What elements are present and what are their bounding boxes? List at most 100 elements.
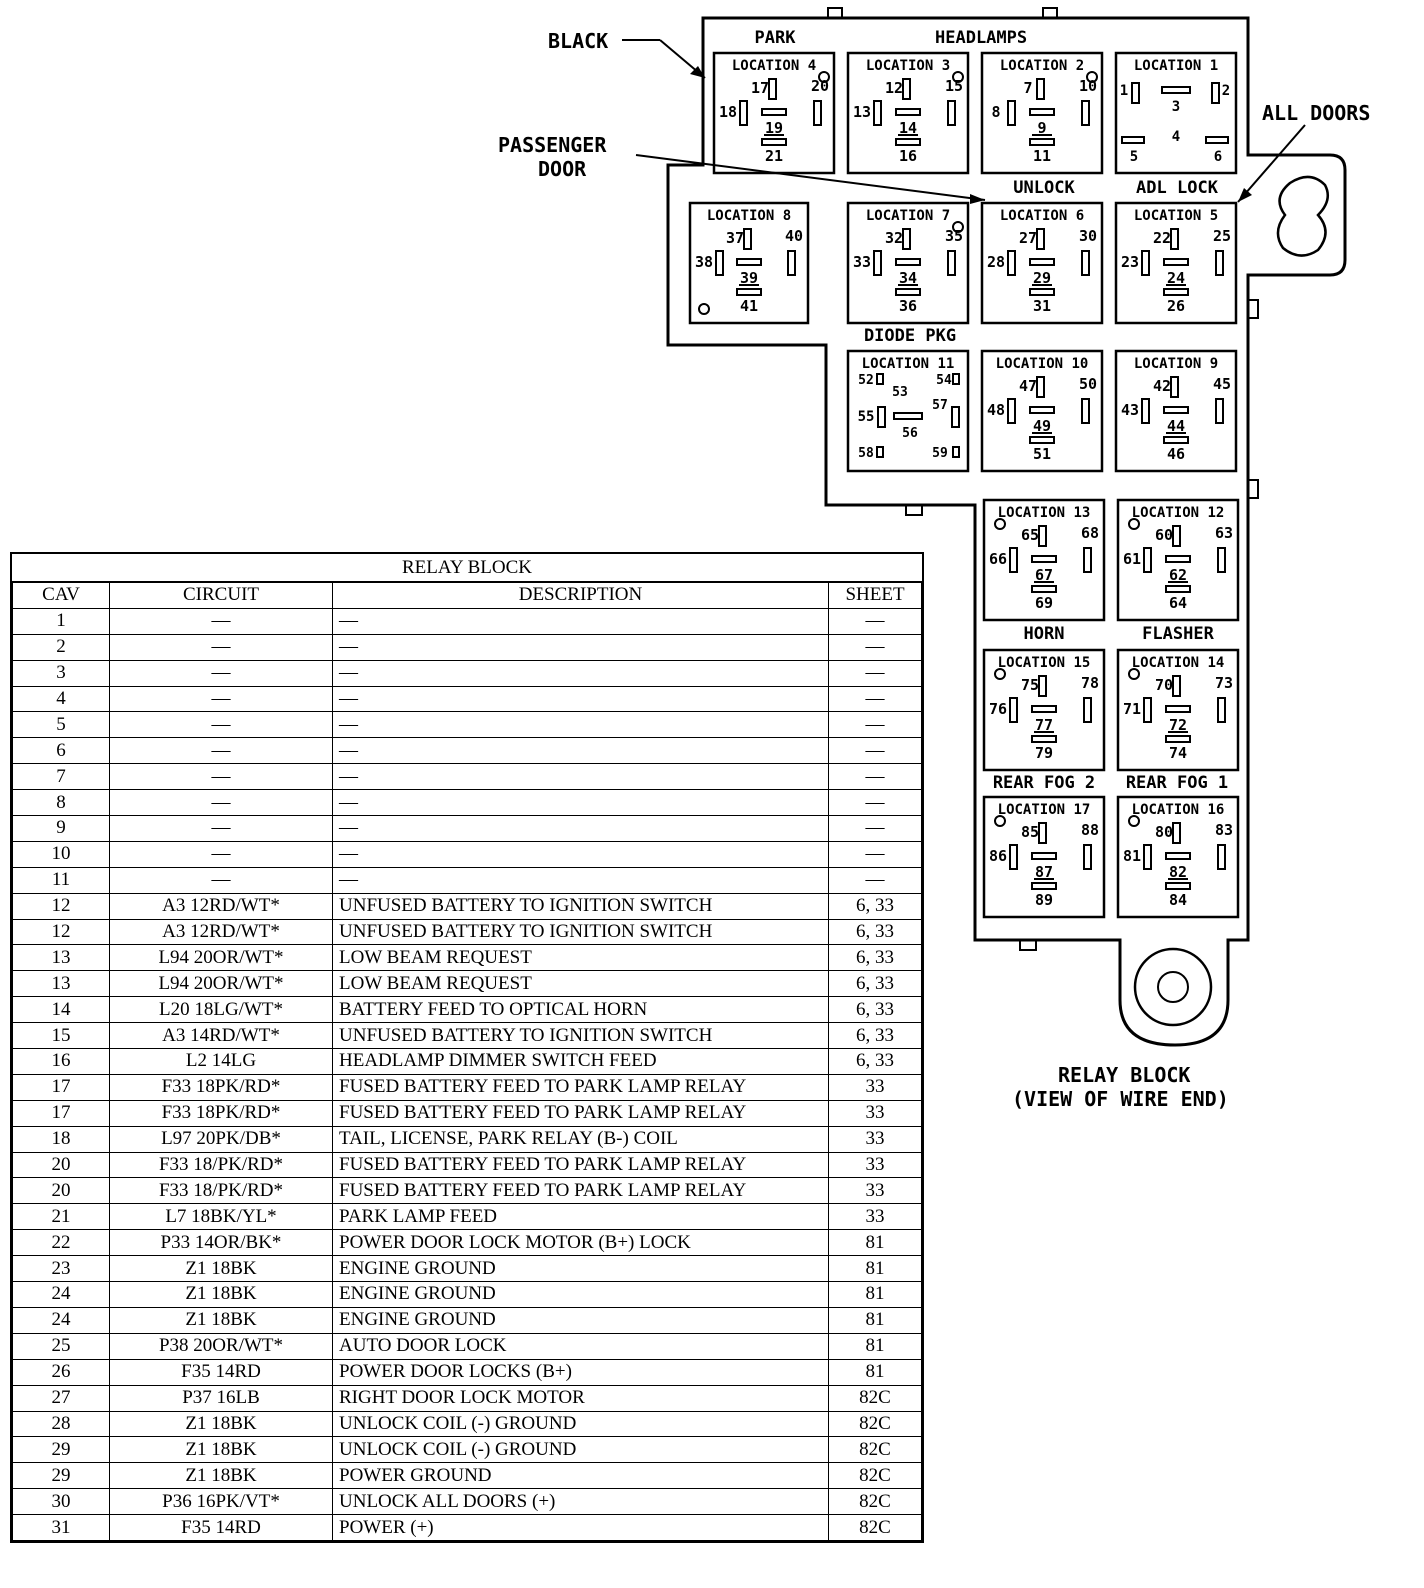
orientation-dot <box>698 303 710 315</box>
pin-slot <box>895 288 921 296</box>
pin-slot <box>1121 136 1145 144</box>
cell-description: ENGINE GROUND <box>332 1281 829 1308</box>
pin-number: 19 <box>765 119 783 137</box>
cell-cav: 2 <box>12 633 110 661</box>
pin-number: 40 <box>785 227 803 245</box>
cell-sheet: — <box>828 815 922 842</box>
pin-slot <box>1161 86 1191 94</box>
relay-socket <box>980 51 1104 175</box>
pin-slot <box>1036 228 1045 250</box>
pin-number: 31 <box>1033 297 1051 315</box>
relay-location-label: LOCATION 1 <box>1134 58 1218 74</box>
pin-slot <box>1141 398 1150 424</box>
cell-sheet: — <box>828 659 922 687</box>
pin-slot <box>876 373 884 385</box>
latch <box>1019 939 1037 951</box>
pin-number: 30 <box>1079 227 1097 245</box>
orientation-dot <box>1128 815 1140 827</box>
pin-slot <box>1165 555 1191 563</box>
pin-slot <box>1170 376 1179 398</box>
cell-description: FUSED BATTERY FEED TO PARK LAMP RELAY <box>332 1099 829 1127</box>
cell-sheet: 33 <box>828 1073 922 1101</box>
relay-location-label: LOCATION 13 <box>998 505 1091 521</box>
relay-location-label: LOCATION 17 <box>998 802 1091 818</box>
pin-number: 32 <box>885 229 903 247</box>
pin-number: 80 <box>1155 823 1173 841</box>
pin-slot <box>1009 697 1018 723</box>
cell-cav: 16 <box>12 1048 110 1075</box>
cell-cav: 29 <box>12 1436 110 1464</box>
pin-slot <box>761 138 787 146</box>
black-arrow <box>690 66 705 78</box>
pin-slot <box>947 100 956 126</box>
pin-slot <box>1131 82 1140 104</box>
table-row: 7——— <box>12 763 922 791</box>
orientation-dot <box>994 815 1006 827</box>
pin-number: 70 <box>1155 676 1173 694</box>
cell-description: POWER GROUND <box>332 1462 829 1490</box>
relay-heading: DIODE PKG <box>864 326 956 346</box>
pin-number: 83 <box>1215 821 1233 839</box>
pin-slot <box>1083 697 1092 723</box>
cell-sheet: 82C <box>828 1436 922 1464</box>
cell-circuit: F35 14RD <box>109 1358 333 1386</box>
cell-circuit: F33 18PK/RD* <box>109 1073 333 1101</box>
headlamps-heading: HEADLAMPS <box>935 28 1027 48</box>
pin-slot <box>1038 525 1047 547</box>
pin-slot <box>1029 436 1055 444</box>
pin-number: 78 <box>1081 674 1099 692</box>
relay-location-label: LOCATION 15 <box>998 655 1091 671</box>
cell-circuit: F35 14RD <box>109 1514 333 1541</box>
cell-circuit: P37 16LB <box>109 1384 333 1412</box>
relay-location-label: LOCATION 14 <box>1132 655 1225 671</box>
orientation-dot <box>952 221 964 233</box>
cell-cav: 11 <box>12 866 110 894</box>
cell-cav: 3 <box>12 659 110 687</box>
pin-slot <box>1081 250 1090 276</box>
all-doors-arrow <box>1238 188 1252 202</box>
relay-socket <box>980 349 1104 473</box>
relay-socket <box>1114 349 1238 473</box>
cell-description: UNFUSED BATTERY TO IGNITION SWITCH <box>332 1022 829 1050</box>
relay-socket <box>1116 795 1240 919</box>
cell-sheet: 6, 33 <box>828 970 922 998</box>
relay-location-label: LOCATION 2 <box>1000 58 1084 74</box>
cell-circuit: L94 20OR/WT* <box>109 944 333 972</box>
relay-location-label: LOCATION 3 <box>866 58 950 74</box>
pin-slot <box>761 108 787 116</box>
cell-cav: 8 <box>12 789 110 817</box>
pin-slot <box>1029 138 1055 146</box>
relay-heading: FLASHER <box>1142 624 1214 644</box>
pin-slot <box>1163 436 1189 444</box>
pin-number: 84 <box>1169 891 1187 909</box>
pin-slot <box>1083 547 1092 573</box>
passenger-door-label-2: DOOR <box>538 157 587 181</box>
pin-number: 54 <box>936 373 952 388</box>
cell-sheet: — <box>828 633 922 661</box>
cell-cav: 24 <box>12 1281 110 1308</box>
pin-number: 36 <box>899 297 917 315</box>
pin-slot <box>1205 136 1229 144</box>
pin-number: 61 <box>1123 550 1141 568</box>
pin-number: 58 <box>858 446 874 461</box>
cell-description: ENGINE GROUND <box>332 1255 829 1283</box>
cell-description: RIGHT DOOR LOCK MOTOR <box>332 1384 829 1412</box>
pin-slot <box>1031 585 1057 593</box>
cell-circuit: — <box>109 711 333 739</box>
cell-circuit: — <box>109 866 333 894</box>
cell-circuit: — <box>109 815 333 842</box>
orientation-dot <box>952 71 964 83</box>
cell-cav: 12 <box>12 918 110 946</box>
pin-slot <box>1163 288 1189 296</box>
pin-number: 24 <box>1167 269 1185 287</box>
pin-slot <box>1211 82 1220 104</box>
pin-number: 53 <box>892 385 908 400</box>
pin-slot <box>1031 555 1057 563</box>
